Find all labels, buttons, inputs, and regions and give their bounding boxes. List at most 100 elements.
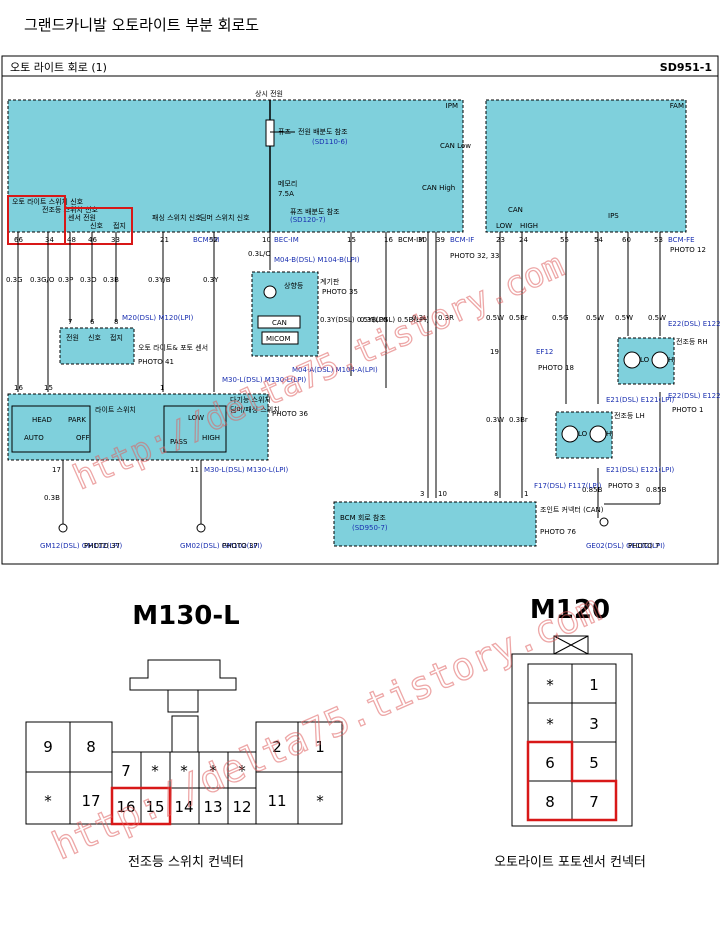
ipm-pin: 46 [88,236,97,244]
ipm-module: IPM 상시 전원 퓨즈 전원 배분도 참조 (SD110-6) 메모리 7.5… [7,89,499,260]
m120-cell: 1 [589,676,599,694]
wire-label: 0.3B(DSL) 0.5B(LPI) [360,316,429,324]
switch-pin: 16 [14,384,23,392]
wire-label: 0.5G [552,314,569,322]
dimmer-signal: 딤머 스위치 신호 [200,213,250,222]
joint-pin: 10 [438,490,447,498]
sensor-photo: PHOTO 41 [138,358,174,366]
wire-label: 0.5W [648,314,666,322]
m130-cell: 16 [116,798,135,816]
m120-cell: * [546,715,554,733]
fuse-ref: 퓨즈 배분도 참조 [290,207,340,216]
joint-photo: PHOTO 76 [540,528,576,536]
fam-can: CAN [508,206,523,214]
joint-ref-code: (SD950-7) [352,524,388,532]
ground-code: GM12(DSL) GM112(LPI) [40,542,123,550]
group-auto-light: 오토 라이트 스위치 신호 [12,197,84,206]
wire-label: 0.3Br [509,416,528,424]
fam-high: HIGH [520,222,538,230]
ef12-code: EF12 [536,348,553,356]
ipm-pin: 66 [14,236,23,244]
wire-label: 0.3G/O [30,276,55,284]
switch-pass: PASS [170,438,188,446]
group-sensor-signal: 신호 [90,221,103,230]
bcm-fe-label: BCM-FE [668,236,695,244]
wire-label: 0.3R [438,314,454,322]
switch-pin: 17 [52,466,61,474]
m120-cell: 6 [545,754,555,772]
group-headlamp: 전조등 스위치 신호 [42,205,99,214]
switch-off: OFF [76,434,90,442]
rh-lo: LO [640,356,650,364]
m120-cell: 5 [589,754,599,772]
sensor-pin: 6 [90,318,95,326]
sensor-name: 오토 라이트& 포토 센서 [138,343,208,352]
lh-conn-bottom: E21(DSL) E121(LPI) [606,466,674,474]
m130-cell: * [44,792,52,810]
m130-cell: 7 [121,762,131,780]
ground-code: GM02(DSL) GM102(LPI) [180,542,263,550]
wire-label: 0.3L/O [248,250,271,258]
m130-cell: * [209,762,217,780]
lh-conn: E21(DSL) E121(LPI) [606,396,674,404]
photo-sensor: 7 6 8 전원 신호 접지 M20(DSL) M120(LPI) 오토 라이트… [59,314,208,366]
ground-photo: PHOTO 37 [84,542,120,550]
m130-title: M130-L [132,601,240,631]
ipm-pin: 33 [111,236,120,244]
m120-caption: 오토라이트 포토센서 컨넥터 [494,855,646,870]
document-title: 그랜드카니발 오토라이트 부분 회로도 [24,16,260,34]
rh-photo: PHOTO 1 [672,406,703,414]
ef12-photo: PHOTO 18 [538,364,574,372]
joint-connector: BCM 회로 참조 (SD950-7) 조인트 커넥터 (CAN) F17(DS… [333,482,604,547]
ground-photo: PHOTO 7 [628,542,659,550]
memory-fuse: 7.5A [278,190,294,198]
cluster-can: CAN [272,319,287,327]
bcm-im2-label: BCM-IM [398,236,424,244]
joint-pin: 1 [524,490,528,498]
fam-pin: 24 [519,236,528,244]
wires [17,232,661,524]
switch-low: LOW [188,414,204,422]
switch-pin: 15 [44,384,53,392]
m120-connector: M120 * 1 * 3 6 5 8 7 오토라이트 포토센서 컨넥터 [494,595,646,870]
fam-pin: 60 [622,236,631,244]
highlight-box-ipm-sensor [64,207,133,245]
m120-cell: 8 [545,793,555,811]
sensor-pin-label: 신호 [88,333,101,342]
m120-title: M120 [530,595,610,625]
ipm-pin: 16 [384,236,393,244]
wire-labels: 0.3G 0.3G/O 0.3P 0.3O 0.3B 0.3Y/B 0.3Y 0… [6,250,667,502]
m120-cell: 7 [589,793,599,811]
group-sensor-ground: 접지 [113,221,126,230]
fuse-ref-code: (SD120-7) [290,216,326,224]
m120-cell: 3 [589,715,599,733]
wire-label: 0.5Br [509,314,528,322]
switch-conn-top: M30-L(DSL) M130-L(LPI) [222,376,307,384]
m120-cell: * [546,676,554,694]
headlamp-lh: LO HI 전조등 LH E21(DSL) E121(LPI) E21(DSL)… [555,396,674,490]
sensor-pin: 7 [68,318,72,326]
joint-pin: 8 [494,490,498,498]
cluster-conn-top: M04-B(DSL) M104-B(LPI) [274,256,360,264]
wire-label: 0.5W [586,314,604,322]
cluster-micom: MICOM [266,335,291,343]
m130-cell: 17 [81,792,100,810]
rh-hi: HI [668,356,675,364]
power-ref: 전원 배분도 참조 [298,127,348,136]
sensor-pin-label: 전원 [66,333,79,342]
switch-high: HIGH [202,434,220,442]
ground-photo: PHOTO 37 [222,542,258,550]
cluster-headlamp: 상향등 [284,281,304,290]
sensor-pin: 8 [114,318,118,326]
wire-label: 0.3Y/B [148,276,171,284]
lh-hi: HI [606,430,613,438]
light-switch: HEAD PARK AUTO OFF 라이트 스위치 LOW PASS HIGH… [7,376,308,474]
wire-label: 0.85B [646,486,667,494]
ipm-pin: 34 [45,236,54,244]
header-right: SD951-1 [660,61,712,74]
switch-pin: 11 [190,466,199,474]
fam-ips: IPS [608,212,619,220]
fam-low: LOW [496,222,512,230]
switch-auto: AUTO [24,434,44,442]
